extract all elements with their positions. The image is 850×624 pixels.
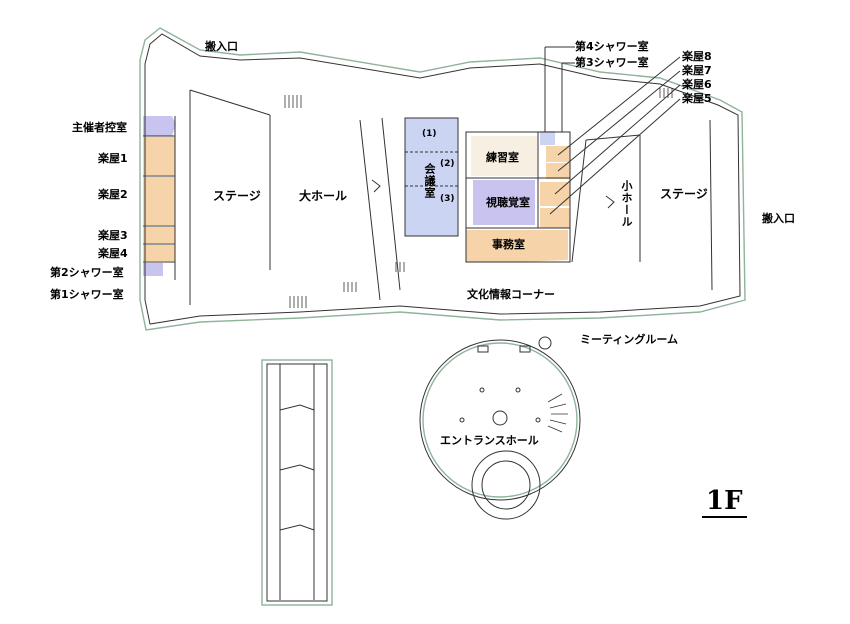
culture-info-corner-label: 文化情報コーナー — [467, 288, 555, 301]
green-room-3-fill — [143, 227, 175, 243]
outer-outline — [139, 27, 746, 331]
wall — [571, 139, 587, 263]
green-room-4-fill — [143, 245, 175, 261]
room-fills — [143, 116, 570, 276]
floor-level-label: 1F — [702, 486, 747, 518]
entrance-hall-shape — [419, 336, 581, 520]
shower-room-1-label: 第1シャワー室 — [50, 288, 124, 301]
green-room-2-fill — [143, 177, 175, 225]
loading-dock-right-label: 搬入口 — [762, 212, 795, 225]
organizer-room-fill — [143, 116, 176, 136]
green-room-1-fill — [143, 137, 175, 175]
wall — [381, 117, 401, 291]
shower-room-3-label: 第3シャワー室 — [575, 56, 649, 69]
wall — [709, 119, 713, 291]
wall — [371, 179, 381, 193]
office-fill — [466, 230, 568, 262]
stage-right-label: ステージ — [660, 187, 708, 201]
green-room-6-label: 楽屋6 — [682, 78, 712, 91]
conference-section-3-label: (3) — [440, 194, 455, 204]
conference-room-fill — [405, 118, 458, 236]
inner-outline — [144, 33, 741, 325]
wall — [585, 134, 641, 141]
building-walls — [139, 27, 746, 331]
green-room-3-label: 楽屋3 — [98, 229, 128, 242]
stage-left-label: ステージ — [213, 189, 261, 203]
av-room-fill — [473, 180, 535, 225]
shower-4-fill — [540, 131, 555, 145]
green-room-1-label: 楽屋1 — [98, 152, 128, 165]
main-hall-label: 大ホール — [299, 189, 348, 203]
stair-bottom-mid — [289, 296, 307, 308]
small-hall-label: 小ホール — [620, 180, 633, 228]
green-room-4-label: 楽屋4 — [98, 247, 128, 260]
wall — [189, 89, 271, 116]
wall — [359, 119, 381, 301]
green-room-7-label: 楽屋7 — [682, 64, 712, 77]
green-room-8-label: 楽屋8 — [682, 50, 712, 63]
loading-dock-left-label: 搬入口 — [205, 40, 238, 53]
leader-lines — [544, 46, 681, 215]
wall — [404, 117, 459, 237]
stair-right — [659, 88, 673, 98]
conference-room-label: 会議室 — [423, 163, 436, 199]
meeting-room-label: ミーティングルーム — [580, 333, 679, 346]
green-room-2-label: 楽屋2 — [98, 188, 128, 201]
entrance-hall-label: エントランスホール — [440, 434, 539, 447]
green-room-5-label: 楽屋5 — [682, 92, 712, 105]
shower-room-2-label: 第2シャワー室 — [50, 266, 124, 279]
practice-room-fill — [471, 136, 537, 176]
conference-section-2-label: (2) — [440, 159, 455, 169]
shower-2-fill — [143, 263, 163, 276]
annex-building — [261, 359, 333, 606]
stair-center — [343, 262, 405, 292]
green-room-5-fill — [540, 208, 570, 228]
stair-top-left — [284, 95, 302, 108]
wall — [465, 131, 571, 263]
office-label: 事務室 — [492, 238, 525, 251]
conference-section-1-label: (1) — [422, 129, 437, 139]
wall — [605, 195, 615, 209]
shower-room-4-label: 第4シャワー室 — [575, 40, 649, 53]
practice-room-label: 練習室 — [486, 151, 519, 164]
organizer-room-label: 主催者控室 — [72, 121, 127, 134]
stairs — [284, 88, 673, 433]
av-room-label: 視聴覚室 — [486, 196, 530, 209]
stair-entrance — [547, 393, 568, 433]
